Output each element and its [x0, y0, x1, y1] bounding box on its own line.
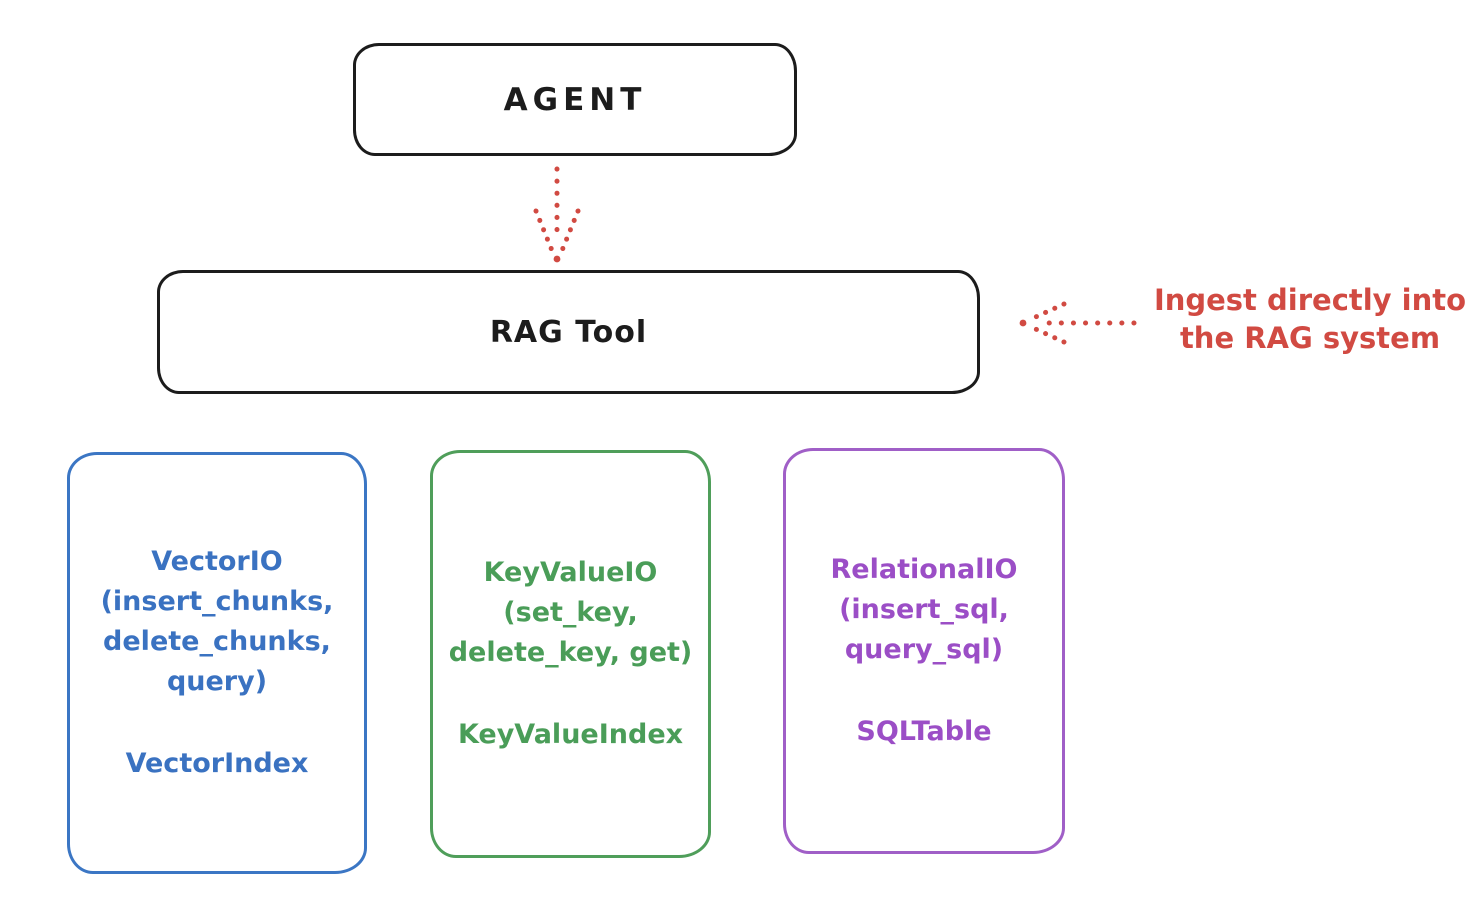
relational-io-node: RelationalIO (insert_sql, query_sql) SQL…: [783, 448, 1065, 854]
key-value-io-title: KeyValueIO: [483, 557, 658, 588]
relational-io-methods-line-2: query_sql): [844, 634, 1004, 665]
vector-io-methods-line-1: (insert_chunks,: [100, 586, 334, 617]
relational-io-index-label: SQLTable: [856, 716, 992, 747]
rag-tool-node: RAG Tool: [157, 270, 980, 394]
vector-io-index-label: VectorIndex: [125, 748, 309, 779]
key-value-io-node: KeyValueIO (set_key, delete_key, get) Ke…: [430, 450, 711, 858]
rag-tool-node-label: RAG Tool: [489, 314, 648, 350]
ingest-annotation: Ingest directly into the RAG system: [1140, 281, 1480, 357]
vector-io-methods-line-3: query): [166, 666, 268, 697]
ingest-annotation-line-2: the RAG system: [1179, 321, 1441, 355]
ingest-annotation-line-1: Ingest directly into: [1153, 283, 1467, 317]
arrow-annotation-to-rag-tool-icon: [1019, 301, 1137, 345]
agent-node: AGENT: [353, 43, 797, 156]
vector-io-title: VectorIO: [151, 546, 283, 577]
arrow-agent-to-rag-tool-icon: [533, 166, 581, 263]
relational-io-title: RelationalIO: [830, 554, 1018, 585]
relational-io-methods-line-1: (insert_sql,: [839, 594, 1009, 625]
key-value-io-index-label: KeyValueIndex: [457, 719, 684, 750]
vector-io-node: VectorIO (insert_chunks, delete_chunks, …: [67, 452, 367, 874]
key-value-io-methods-line-1: (set_key,: [503, 597, 638, 628]
key-value-io-methods-line-2: delete_key, get): [448, 637, 693, 668]
vector-io-methods-line-2: delete_chunks,: [103, 626, 331, 657]
agent-node-label: AGENT: [503, 81, 647, 118]
